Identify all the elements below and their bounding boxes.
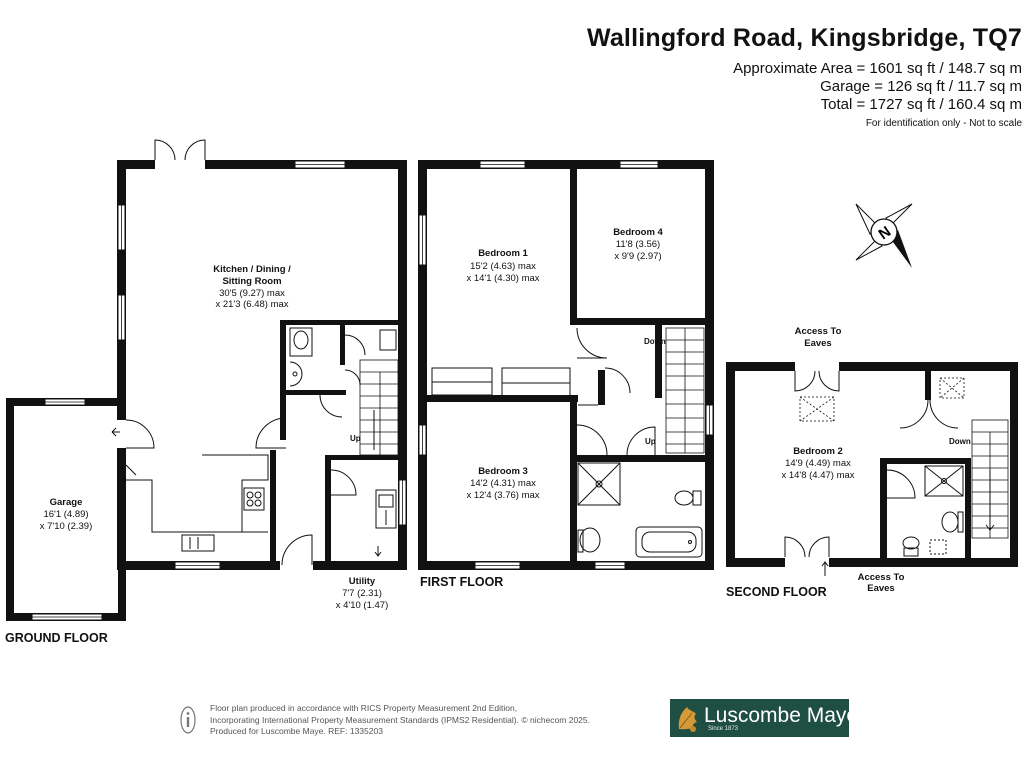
scale-note: For identification only - Not to scale bbox=[865, 118, 1022, 129]
first-floor-windows bbox=[418, 160, 714, 570]
bedroom1-size-line1: 15'2 (4.63) max bbox=[470, 261, 536, 272]
eaves-access-bottom-line2: Eaves bbox=[867, 583, 894, 594]
compass-icon bbox=[855, 203, 913, 268]
approximate-area: Approximate Area = 1601 sq ft / 148.7 sq… bbox=[733, 60, 1022, 77]
garage-area: Garage = 126 sq ft / 11.7 sq m bbox=[820, 78, 1022, 95]
first-stairs-down-label: Down bbox=[644, 337, 666, 346]
luscombe-maye-logo: Luscombe Maye Since 1873 bbox=[670, 699, 858, 737]
ground-floor-label: GROUND FLOOR bbox=[5, 631, 108, 645]
footer-disclaimer: Floor plan produced in accordance with R… bbox=[210, 703, 640, 738]
bedroom2-size-line2: x 14'8 (4.47) max bbox=[781, 470, 854, 481]
kitchen-size-line2: x 21'3 (6.48) max bbox=[215, 299, 288, 310]
kitchen-size-line1: 30'5 (9.27) max bbox=[219, 288, 285, 299]
garage-size-line2: x 7'10 (2.39) bbox=[40, 521, 93, 532]
second-floor-stairs bbox=[971, 419, 1009, 539]
ground-floor-windows bbox=[117, 160, 407, 570]
bedroom4-size-line1: 11'8 (3.56) bbox=[616, 239, 660, 250]
ground-floor-plan bbox=[6, 139, 407, 621]
footer-line-3: Produced for Luscombe Maye. REF: 1335203 bbox=[210, 726, 383, 736]
kitchen-label-line1: Kitchen / Dining / bbox=[213, 264, 291, 275]
first-floor-stairs bbox=[665, 327, 705, 454]
eaves-access-top-line2: Eaves bbox=[804, 338, 831, 349]
bedroom2-size-line1: 14'9 (4.49) max bbox=[785, 458, 851, 469]
garage-openings bbox=[31, 398, 103, 621]
first-stairs-up-label: Up bbox=[645, 437, 656, 446]
first-floor-door-swings bbox=[576, 327, 656, 456]
garage-label: Garage bbox=[50, 497, 83, 508]
second-floor-door-swings bbox=[886, 399, 959, 499]
utility-size-line1: 7'7 (2.31) bbox=[342, 588, 382, 599]
footer-line-1: Floor plan produced in accordance with R… bbox=[210, 703, 518, 713]
property-title: Wallingford Road, Kingsbridge, TQ7 bbox=[586, 24, 1022, 52]
plan-header: Wallingford Road, Kingsbridge, TQ7 Appro… bbox=[504, 0, 1024, 140]
first-floor-plan bbox=[418, 160, 714, 570]
brand-name: Luscombe Maye bbox=[704, 704, 859, 727]
kitchen-units bbox=[125, 454, 269, 552]
brand-since: Since 1873 bbox=[708, 726, 739, 732]
bedroom3-size-line2: x 12'4 (3.76) max bbox=[466, 490, 539, 501]
hall-door-swings bbox=[255, 394, 357, 496]
kitchen-french-doors bbox=[154, 139, 206, 169]
utility-fittings bbox=[374, 489, 397, 557]
utility-label: Utility bbox=[349, 576, 376, 587]
cloakroom-fittings bbox=[289, 327, 397, 387]
ground-stairs bbox=[359, 359, 399, 456]
eaves-access-bottom-line1: Access To bbox=[858, 572, 905, 583]
info-icon bbox=[180, 706, 196, 734]
second-floor-plan bbox=[726, 361, 1018, 576]
second-floor-walls bbox=[726, 362, 1018, 567]
wardrobes bbox=[431, 367, 571, 399]
ensuite-fittings bbox=[902, 465, 964, 557]
bedroom1-size-line2: x 14'1 (4.30) max bbox=[466, 273, 539, 284]
total-area: Total = 1727 sq ft / 160.4 sq m bbox=[820, 96, 1022, 113]
bedroom3-label: Bedroom 3 bbox=[478, 466, 528, 477]
eaves-access-top-line1: Access To bbox=[795, 326, 842, 337]
access-arrow bbox=[821, 561, 829, 576]
footer-line-2: Incorporating International Property Mea… bbox=[210, 714, 590, 725]
bedroom2-label: Bedroom 2 bbox=[793, 446, 843, 457]
oak-leaf-icon bbox=[678, 707, 697, 732]
utility-size-line2: x 4'10 (1.47) bbox=[336, 600, 389, 611]
first-floor-walls bbox=[418, 160, 714, 570]
bedroom3-size-line1: 14'2 (4.31) max bbox=[470, 478, 536, 489]
bedroom4-label: Bedroom 4 bbox=[613, 227, 663, 238]
bedroom4-size-line2: x 9'9 (2.97) bbox=[614, 251, 661, 262]
kitchen-label-line2: Sitting Room bbox=[222, 276, 281, 287]
garage-size-line1: 16'1 (4.89) bbox=[43, 509, 88, 520]
eaves-doors bbox=[784, 361, 840, 567]
skylights bbox=[799, 377, 965, 422]
ground-floor-walls bbox=[117, 160, 407, 570]
bathroom-fittings bbox=[577, 462, 703, 558]
bedroom1-label: Bedroom 1 bbox=[478, 248, 528, 259]
ground-front-door bbox=[281, 534, 313, 566]
second-stairs-down-label: Down bbox=[949, 437, 971, 446]
first-floor-label: FIRST FLOOR bbox=[420, 575, 503, 589]
second-floor-label: SECOND FLOOR bbox=[726, 585, 827, 599]
garage-door-swing bbox=[111, 419, 155, 449]
ground-stairs-up-label: Up bbox=[350, 434, 361, 443]
